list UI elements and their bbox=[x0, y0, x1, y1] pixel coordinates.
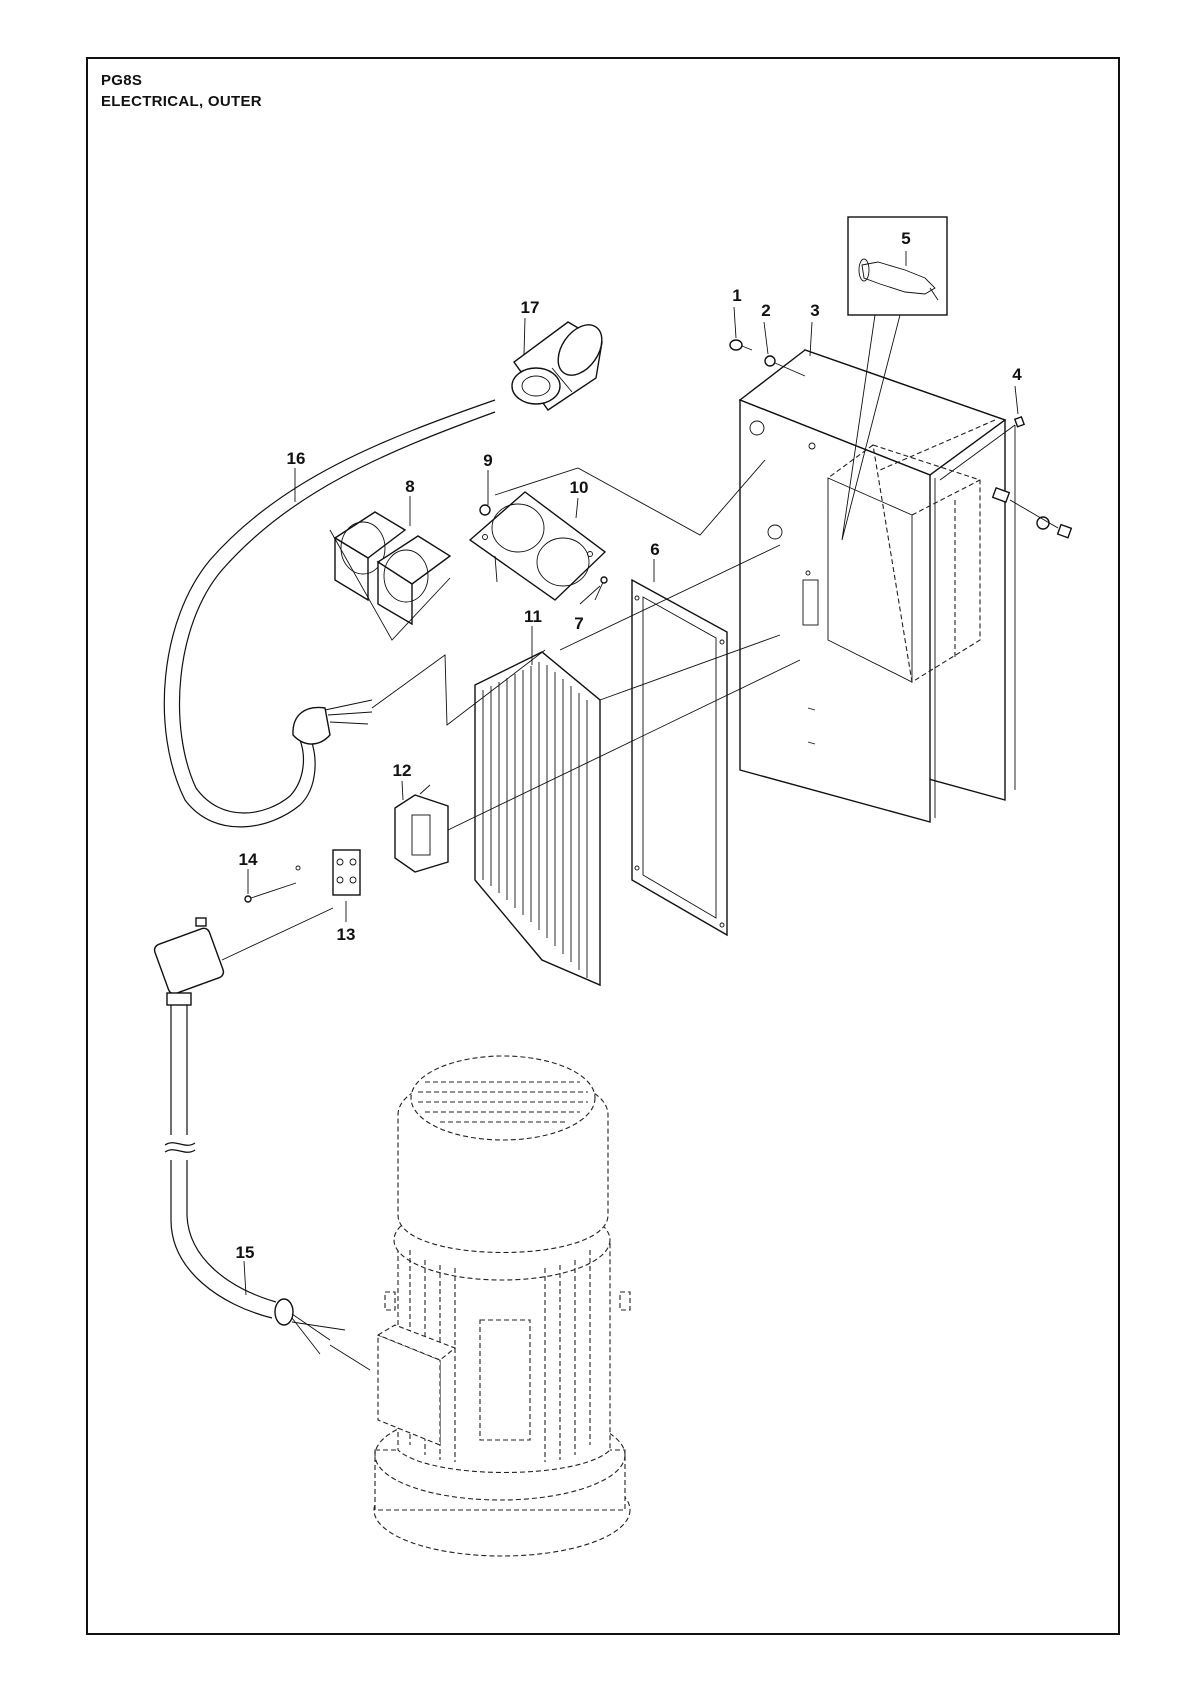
callout-4: 4 bbox=[1012, 365, 1022, 384]
part-14-screw bbox=[244, 865, 301, 903]
part-15-motor-cable bbox=[153, 917, 371, 1371]
part-5-grease-syringe bbox=[841, 216, 948, 541]
callout-13: 13 bbox=[337, 925, 356, 944]
part-2-washer bbox=[764, 355, 806, 377]
part-3-cabinet bbox=[738, 349, 1016, 823]
part-6-gasket bbox=[631, 578, 728, 937]
part-4-screw-set bbox=[991, 415, 1073, 539]
part-17-plug-connector bbox=[511, 321, 603, 411]
callout-6: 6 bbox=[650, 540, 659, 559]
callout-3: 3 bbox=[810, 301, 819, 320]
callout-9: 9 bbox=[483, 451, 492, 470]
callout-10: 10 bbox=[570, 478, 589, 497]
part-10-fan-bracket bbox=[468, 491, 607, 601]
callout-2: 2 bbox=[761, 301, 770, 320]
model-label: PG8S bbox=[101, 72, 143, 89]
part-16-supply-cable bbox=[163, 399, 546, 828]
drawing-frame bbox=[86, 57, 1120, 1635]
callout-14: 14 bbox=[239, 850, 258, 869]
callout-11: 11 bbox=[524, 607, 542, 626]
callout-12: 12 bbox=[393, 761, 412, 780]
callout-17: 17 bbox=[521, 298, 540, 317]
section-title: ELECTRICAL, OUTER bbox=[101, 93, 262, 110]
callouts: 1 2 3 4 5 6 7 8 9 10 11 12 13 14 15 16 1… bbox=[236, 229, 1023, 1262]
callout-7: 7 bbox=[574, 614, 583, 633]
title-block: PG8S ELECTRICAL, OUTER bbox=[101, 70, 262, 112]
part-1-screw bbox=[729, 339, 753, 351]
part-12-connector-hood bbox=[394, 784, 449, 873]
part-11-heat-sink bbox=[474, 651, 601, 987]
part-13-connector-insert bbox=[332, 849, 361, 896]
part-9-nut bbox=[479, 504, 491, 516]
callout-16: 16 bbox=[287, 449, 306, 468]
part-7-screw bbox=[594, 576, 608, 601]
callout-5: 5 bbox=[901, 229, 910, 248]
part-8-cooling-fans bbox=[333, 511, 452, 626]
callout-15: 15 bbox=[236, 1243, 255, 1262]
callout-8: 8 bbox=[405, 477, 414, 496]
callout-1: 1 bbox=[732, 286, 741, 305]
leader-lines bbox=[243, 251, 1019, 1296]
reference-motor bbox=[373, 1055, 631, 1557]
